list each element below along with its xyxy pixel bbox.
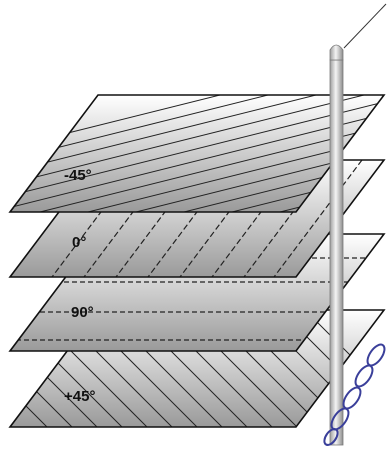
ply-90-label: 90° — [71, 304, 94, 321]
chain-link — [354, 364, 374, 388]
ply-plus45-label: +45° — [64, 388, 95, 405]
chain-link — [342, 386, 362, 410]
ply-minus45-edge — [8, 94, 386, 213]
ply-0-label: 0° — [72, 234, 86, 251]
pin-shaft — [329, 59, 344, 446]
pin-tip — [329, 44, 344, 61]
pointer-line — [343, 3, 387, 49]
chain — [323, 343, 386, 446]
chain-link — [366, 343, 386, 367]
chain-link — [323, 428, 339, 446]
pin — [329, 44, 344, 446]
ply-minus45-label: -45° — [64, 167, 92, 184]
ply-0-fibers — [51, 160, 363, 277]
